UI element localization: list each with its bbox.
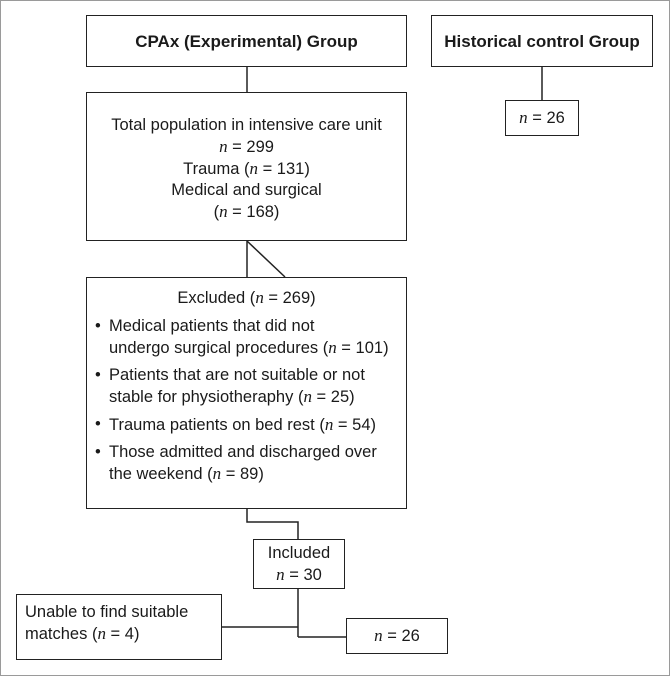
historical-n-box: n = 26 [505,100,579,136]
historical-n-text: n = 26 [519,108,565,127]
historical-group-title: Historical control Group [444,31,640,51]
total-population-box: Total population in intensive care unit … [86,92,407,241]
final-matched-n: n = 26 [374,626,420,645]
excluded-reason-item: Medical patients that did not undergo su… [93,316,400,359]
excluded-reasons-list: Medical patients that did not undergo su… [93,316,400,485]
total-population-n: n = 299 [219,137,274,156]
final-matched-box: n = 26 [346,618,448,654]
excluded-reason-item: Patients that are not suitable or not st… [93,365,400,408]
excluded-reason-item: Those admitted and discharged over the w… [93,442,400,485]
included-label: Included [267,543,331,562]
excluded-reason-item: Trauma patients on bed rest (n = 54) [93,414,400,436]
historical-group-header: Historical control Group [431,15,653,67]
excluded-title: Excluded (n = 269) [177,288,316,307]
connector-total-to-excluded-diagonal [246,240,286,278]
included-n: n = 30 [276,564,322,584]
excluded-box: Excluded (n = 269) Medical patients that… [86,277,407,509]
unable-line1: Unable to find suitable [25,603,189,621]
medical-surgical-count: (n = 168) [213,202,280,221]
unable-to-match-box: Unable to find suitable matches (n = 4) [16,594,222,660]
experimental-group-header: CPAx (Experimental) Group [86,15,407,67]
total-population-label: Total population in intensive care unit [111,116,382,134]
experimental-group-title: CPAx (Experimental) Group [135,31,358,51]
included-box: Included n = 30 [253,539,345,589]
medical-surgical-label: Medical and surgical [171,181,322,199]
connector-excluded-to-included [246,509,299,539]
trauma-count: Trauma (n = 131) [183,159,310,178]
unable-line2: matches (n = 4) [25,624,140,643]
